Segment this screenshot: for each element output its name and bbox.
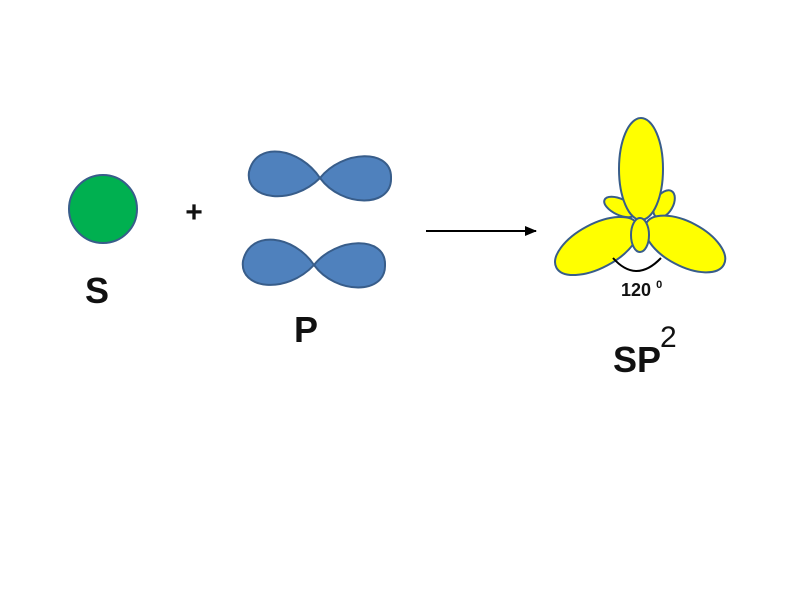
bond-angle-label: 120 0	[621, 279, 662, 300]
sp2-exponent: 2	[660, 321, 677, 354]
s-label: S	[85, 270, 109, 311]
p-label: P	[294, 309, 318, 350]
sp2-lobe-top	[618, 117, 664, 221]
p-orbital-top	[247, 150, 393, 202]
bond-angle-value: 120	[621, 280, 651, 300]
plus-sign: +	[185, 196, 203, 229]
bond-angle-arc	[612, 257, 662, 272]
p-orbital-bottom	[241, 238, 387, 289]
sp2-label: SP	[613, 339, 661, 380]
s-orbital	[68, 174, 138, 244]
bond-angle-degree-superscript: 0	[656, 279, 662, 291]
sp2-hybrid-orbitals	[554, 117, 727, 277]
sp2-small-lobe-bottom	[630, 217, 650, 253]
